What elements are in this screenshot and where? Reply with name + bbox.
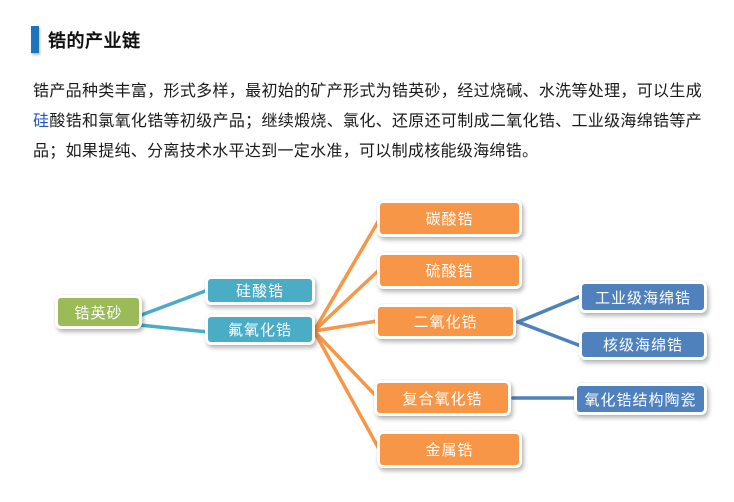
node-zirconium-metal: 金属锆 — [377, 431, 522, 468]
node-zirconium-dioxide: 二氧化锆 — [375, 304, 516, 339]
node-zirconium-carbonate: 碳酸锆 — [377, 200, 522, 237]
node-zircon-sand: 锆英砂 — [55, 295, 142, 329]
header: 锆的产业链 — [31, 26, 141, 53]
node-zirconia-structural-ceramics: 氧化锆结构陶瓷 — [574, 383, 707, 415]
node-nuclear-grade-sponge-zirconium: 核级海绵锆 — [579, 329, 707, 360]
edge-oxyfluoride-to-dioxide — [312, 319, 379, 333]
edge-oxyfluoride-to-sulfate — [312, 268, 381, 333]
page-title: 锆的产业链 — [48, 30, 141, 52]
title-accent-bar — [31, 26, 39, 53]
node-zirconium-silicate: 硅酸锆 — [205, 276, 315, 305]
node-zirconium-sulfate: 硫酸锆 — [377, 252, 522, 289]
edge-oxyfluoride-to-composite — [312, 329, 379, 399]
edge-oxyfluoride-to-carbonate — [312, 218, 381, 333]
intro-text-after-link: 酸锆和氯氧化锆等初级产品；继续煅烧、氯化、还原还可制成二氧化锆、工业级海绵锆等产… — [33, 111, 702, 160]
edge-dioxide-to-industrial-sponge — [516, 294, 583, 324]
edge-dioxide-to-nuclear-sponge — [516, 320, 583, 348]
node-industrial-grade-sponge-zirconium: 工业级海绵锆 — [579, 281, 707, 313]
node-composite-zirconia: 复合氧化锆 — [374, 380, 511, 416]
intro-paragraph: 锆产品种类丰富，形式多样，最初始的矿产形式为锆英砂，经过烧碱、水洗等处理，可以生… — [33, 76, 702, 166]
intro-text-before-link: 锆产品种类丰富，形式多样，最初始的矿产形式为锆英砂，经过烧碱、水洗等处理，可以生… — [33, 81, 702, 100]
edge-oxyfluoride-to-metal — [312, 329, 381, 451]
inline-link-silicate[interactable]: 硅 — [33, 111, 50, 130]
node-zirconium-oxyfluoride: 氟氧化锆 — [205, 314, 315, 345]
